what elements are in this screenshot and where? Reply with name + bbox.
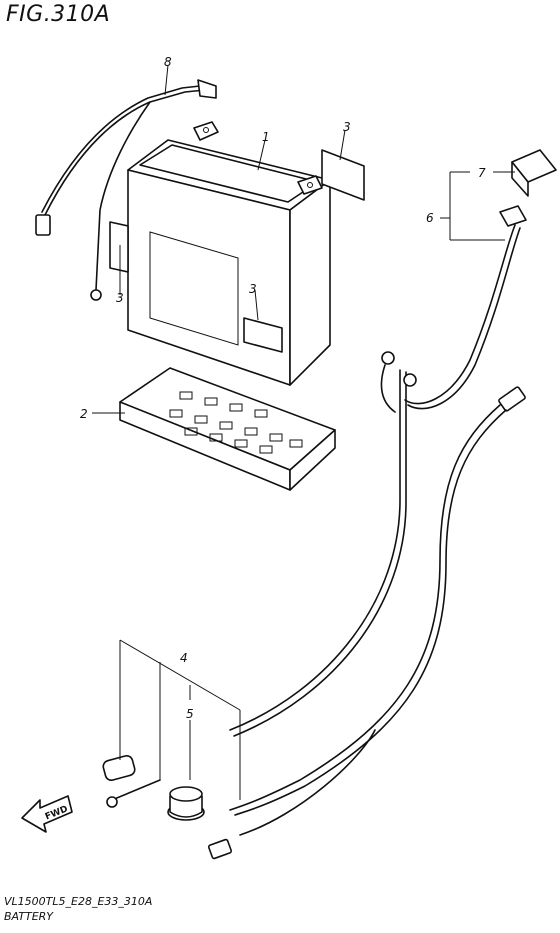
fwd-arrow-icon: FWD (21, 795, 73, 833)
battery-tray-icon (119, 367, 336, 491)
battery-icon (127, 121, 331, 386)
terminal-cap-icon (511, 149, 557, 197)
positive-cable-icon (35, 79, 217, 301)
callout-6: 6 (426, 211, 434, 225)
callout-8: 8 (164, 55, 172, 69)
callout-1: 1 (262, 130, 270, 144)
callout-4: 4 (180, 651, 188, 665)
callout-3-left: 3 (116, 291, 124, 305)
figure-name: BATTERY (4, 910, 54, 923)
cap-icon (167, 786, 205, 821)
figure-title: FIG.310A (6, 2, 111, 27)
leader-lines (92, 64, 515, 800)
callout-3-pad: 3 (343, 120, 351, 134)
callout-5: 5 (186, 707, 194, 721)
callout-3-right: 3 (249, 282, 257, 296)
terminal-cover-icon (102, 755, 161, 808)
negative-cable-icon (229, 205, 527, 737)
starter-cable-icon (207, 386, 526, 860)
battery-pad-icon (109, 149, 365, 353)
callout-2: 2 (80, 407, 88, 421)
figure-code: VL1500TL5_E28_E33_310A (4, 895, 153, 908)
callout-7: 7 (478, 166, 486, 180)
